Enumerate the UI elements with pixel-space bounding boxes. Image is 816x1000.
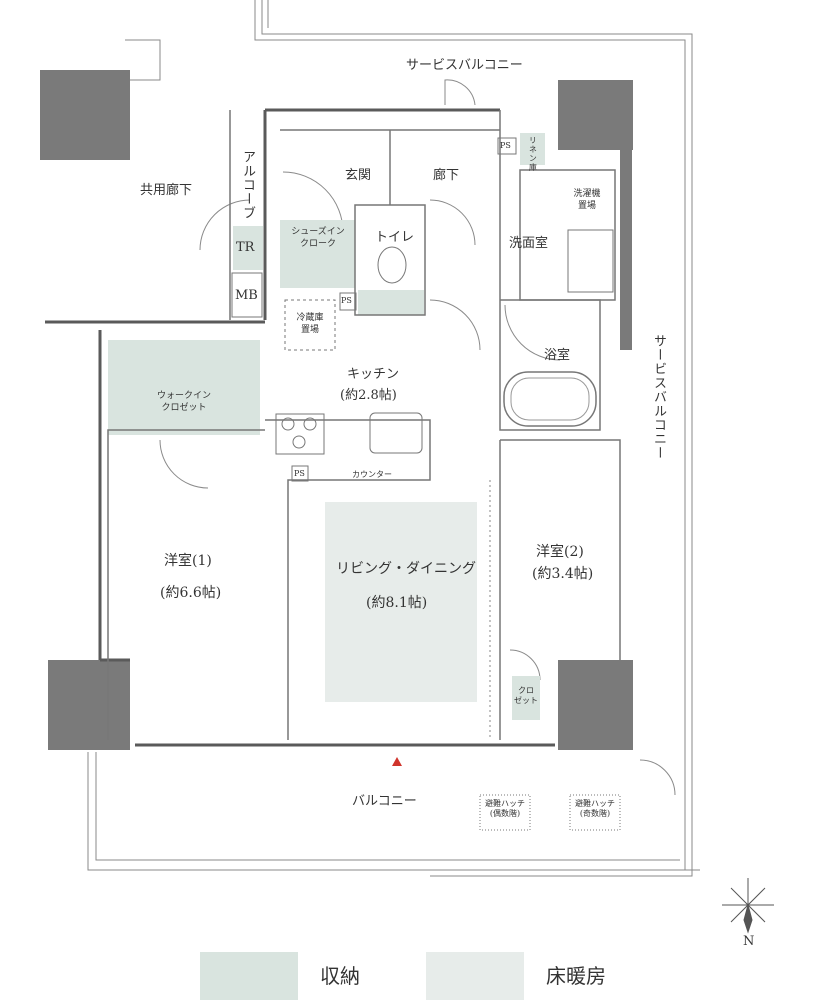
label-tr: TR bbox=[236, 240, 255, 255]
label-western-1-size: (約6.6帖) bbox=[160, 585, 222, 601]
label-walk-in-closet: ウォークイン クロゼット bbox=[156, 391, 211, 414]
label-shoes-in-closet: シューズイン クローク bbox=[291, 227, 345, 250]
label-balcony: バルコニー bbox=[352, 794, 417, 809]
label-counter: カウンター bbox=[352, 470, 392, 479]
label-hatch-even: 避難ハッチ (偶数階) bbox=[485, 799, 525, 819]
legend-storage-label: 収納 bbox=[320, 964, 360, 988]
label-entrance: 玄関 bbox=[345, 168, 372, 183]
toilet-bowl bbox=[377, 246, 407, 284]
walk-in-closet-area bbox=[108, 340, 260, 435]
label-service-balcony-top: サービスバルコニー bbox=[406, 58, 523, 73]
balcony-outline bbox=[87, 752, 700, 871]
label-kitchen: キッチン bbox=[347, 367, 400, 382]
label-linen: リネン庫 bbox=[528, 136, 538, 172]
legend-floor-heating-swatch bbox=[426, 952, 524, 1000]
entrance-marker bbox=[392, 757, 402, 766]
label-ps-3: PS bbox=[294, 469, 305, 478]
legend-storage-swatch bbox=[200, 952, 298, 1000]
wash-basin bbox=[567, 229, 614, 293]
label-closet: クロ ゼット bbox=[514, 686, 538, 706]
label-living: リビング・ダイニング bbox=[336, 561, 476, 577]
label-living-size: (約8.1帖) bbox=[366, 595, 428, 611]
label-western-2-size: (約3.4帖) bbox=[532, 566, 594, 582]
walls bbox=[40, 70, 633, 750]
label-ps-1: PS bbox=[341, 296, 352, 305]
label-bath: 浴室 bbox=[544, 348, 571, 363]
label-western-2: 洋室(2) bbox=[536, 544, 584, 560]
shoes-in-closet-area bbox=[280, 220, 355, 288]
closet-area bbox=[512, 676, 540, 720]
storage-areas bbox=[108, 133, 545, 720]
label-washroom: 洗面室 bbox=[509, 236, 549, 251]
label-ps-2: PS bbox=[500, 141, 511, 150]
kitchen-sink bbox=[369, 412, 423, 454]
label-toilet: トイレ bbox=[375, 230, 415, 245]
tr-area bbox=[233, 226, 263, 270]
label-mb: MB bbox=[235, 288, 258, 303]
label-western-1: 洋室(1) bbox=[164, 553, 212, 569]
legend-floor-heating-label: 床暖房 bbox=[546, 964, 606, 988]
linen-area bbox=[520, 133, 545, 165]
compass-north-label: N bbox=[743, 934, 755, 949]
label-corridor: 廊下 bbox=[433, 168, 460, 183]
label-washer: 洗濯機 置場 bbox=[573, 189, 601, 212]
label-alcove: アルコーブ bbox=[240, 150, 255, 220]
floor-heating-area bbox=[325, 502, 477, 702]
bathtub bbox=[503, 371, 597, 427]
label-common-corridor: 共用廊下 bbox=[140, 183, 193, 198]
label-hatch-odd: 避難ハッチ (奇数階) bbox=[575, 799, 615, 819]
label-kitchen-size: (約2.8帖) bbox=[340, 388, 397, 403]
label-fridge: 冷蔵庫 置場 bbox=[296, 313, 324, 336]
compass-rose bbox=[722, 878, 774, 934]
label-service-balcony-right: サービスバルコニー bbox=[651, 334, 666, 460]
